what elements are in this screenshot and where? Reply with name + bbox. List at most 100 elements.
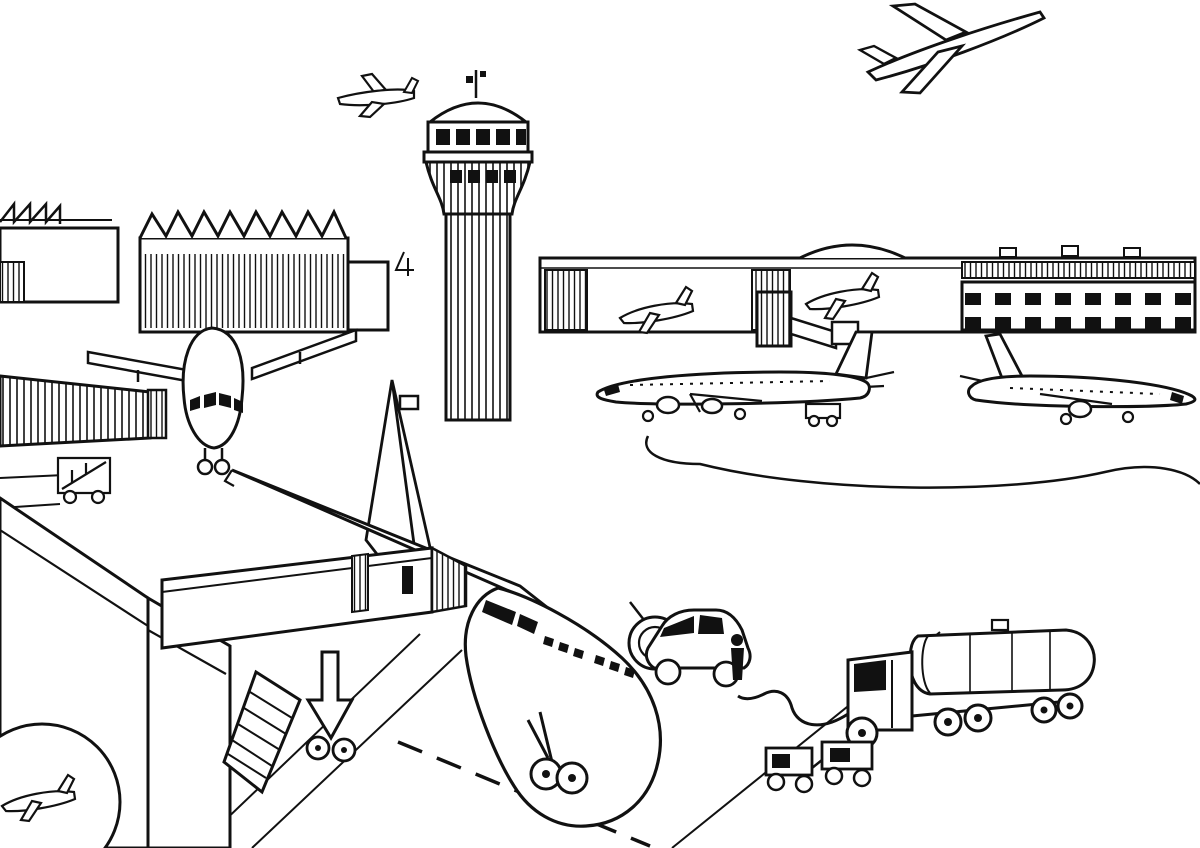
car-body	[644, 608, 752, 670]
engine-pylon	[629, 601, 645, 621]
sky-plane-large	[856, 2, 1047, 95]
roof-unit-3	[1123, 247, 1141, 258]
taxiing-plane-right-facing	[959, 332, 1197, 426]
cart-2-wheel-b	[852, 768, 872, 788]
cab-window-5	[516, 129, 526, 145]
service-car	[644, 608, 752, 688]
sky-plane-small	[336, 72, 420, 119]
tail-fin	[856, 44, 899, 66]
cockpit-window-side	[517, 614, 538, 634]
car-wheel-front	[654, 658, 682, 686]
tower-dome	[429, 101, 527, 124]
parked-plane-front	[0, 326, 358, 505]
taxiing-plane-left-facing	[595, 330, 895, 428]
nose-gear-strut	[526, 711, 554, 763]
hangar-wall-stripes	[143, 254, 345, 328]
car-window	[698, 615, 724, 634]
cockpit	[604, 384, 620, 396]
wing-down	[357, 100, 387, 119]
cockpit-window-main	[482, 600, 516, 625]
tank	[908, 628, 1096, 696]
hub-mid-1	[944, 718, 952, 726]
terminal-bridge-arm	[789, 316, 838, 350]
fuselage-nose	[181, 326, 245, 450]
roof-unit-1	[999, 247, 1017, 258]
apron-diagonal-left-2	[251, 649, 463, 848]
terminal-striped-panel-1	[544, 269, 588, 331]
gear-wheel-2	[1121, 410, 1135, 424]
cart-2-load	[830, 748, 850, 762]
tank-end-seam	[921, 635, 931, 694]
cab-window-3	[476, 129, 490, 145]
stairs-outline	[222, 669, 302, 795]
crew-body	[731, 648, 744, 680]
cab-window-4	[496, 129, 510, 145]
low-building-striped-door	[0, 261, 25, 303]
cart-hitch	[811, 759, 823, 769]
engine	[1067, 399, 1093, 419]
control-tower	[394, 70, 534, 422]
tank-seams	[969, 631, 1051, 692]
tank-cap	[990, 618, 1010, 632]
gear-wheel-right	[213, 458, 231, 476]
nose-hub-1	[542, 770, 550, 778]
tower-collar	[424, 160, 532, 216]
hangar-annex	[346, 260, 390, 332]
collar-window-3	[486, 170, 498, 183]
baggage-carts	[764, 740, 874, 794]
cart-1-load	[772, 754, 790, 768]
passenger-windows	[543, 636, 635, 678]
cockpit-window-4	[234, 398, 243, 413]
engine-1	[655, 395, 681, 415]
fuel-hose	[737, 689, 849, 727]
terminal-clerestory-stripes	[961, 261, 1196, 279]
stair-steps	[227, 691, 293, 779]
collar-window-1	[450, 170, 462, 183]
pushback-tug	[804, 402, 842, 420]
sawtooth-roof	[138, 208, 348, 240]
fuselage	[463, 586, 662, 828]
cart-1-wheel-b	[794, 774, 814, 794]
crew-head	[731, 634, 743, 646]
nose-gear-wheel	[641, 409, 655, 423]
foreground-plane	[223, 379, 683, 828]
fuselage	[865, 10, 1047, 82]
terminal-bridge-column	[755, 290, 793, 348]
antenna-block-2	[480, 71, 486, 77]
roof-unit-2	[1061, 245, 1079, 257]
hub-rear-2	[1066, 702, 1074, 710]
tower-shaft	[444, 212, 512, 422]
window-row	[629, 380, 831, 386]
fuselage	[336, 88, 416, 107]
stairs-wheel-1	[62, 489, 78, 505]
cart-1-wheel-a	[766, 772, 786, 792]
wing	[1039, 392, 1113, 406]
hub-mid-2	[974, 714, 982, 722]
terminal-window-grid	[960, 280, 1197, 332]
far-wing	[888, 2, 970, 42]
nose-hub-2	[568, 774, 576, 782]
main-gear-wheel	[733, 407, 747, 421]
foreground-jet-bridge	[160, 545, 468, 795]
bridge-roofline	[161, 557, 433, 593]
bridge-window	[402, 566, 413, 594]
jet-bridge-accordion	[146, 388, 168, 440]
gear-wheel-left	[196, 458, 214, 476]
hub-front	[858, 729, 866, 737]
tail-fin	[402, 76, 420, 95]
fuel-tanker-truck	[737, 618, 1096, 750]
terminal-building	[538, 243, 1197, 350]
terminal-roof-arch	[799, 243, 906, 260]
cockpit	[1170, 392, 1184, 404]
bridge-accordion	[430, 545, 468, 614]
tug-wheel-1	[807, 414, 821, 428]
right-wing	[250, 328, 358, 381]
engine-2	[700, 397, 724, 415]
cab-windshield	[854, 660, 886, 692]
cart-2-wheel-a	[824, 766, 844, 786]
bridge-hub-1	[315, 745, 321, 751]
bridge-hub-2	[341, 747, 347, 753]
gear-wheel-1	[1059, 412, 1073, 426]
support-column-arrow	[305, 650, 355, 741]
